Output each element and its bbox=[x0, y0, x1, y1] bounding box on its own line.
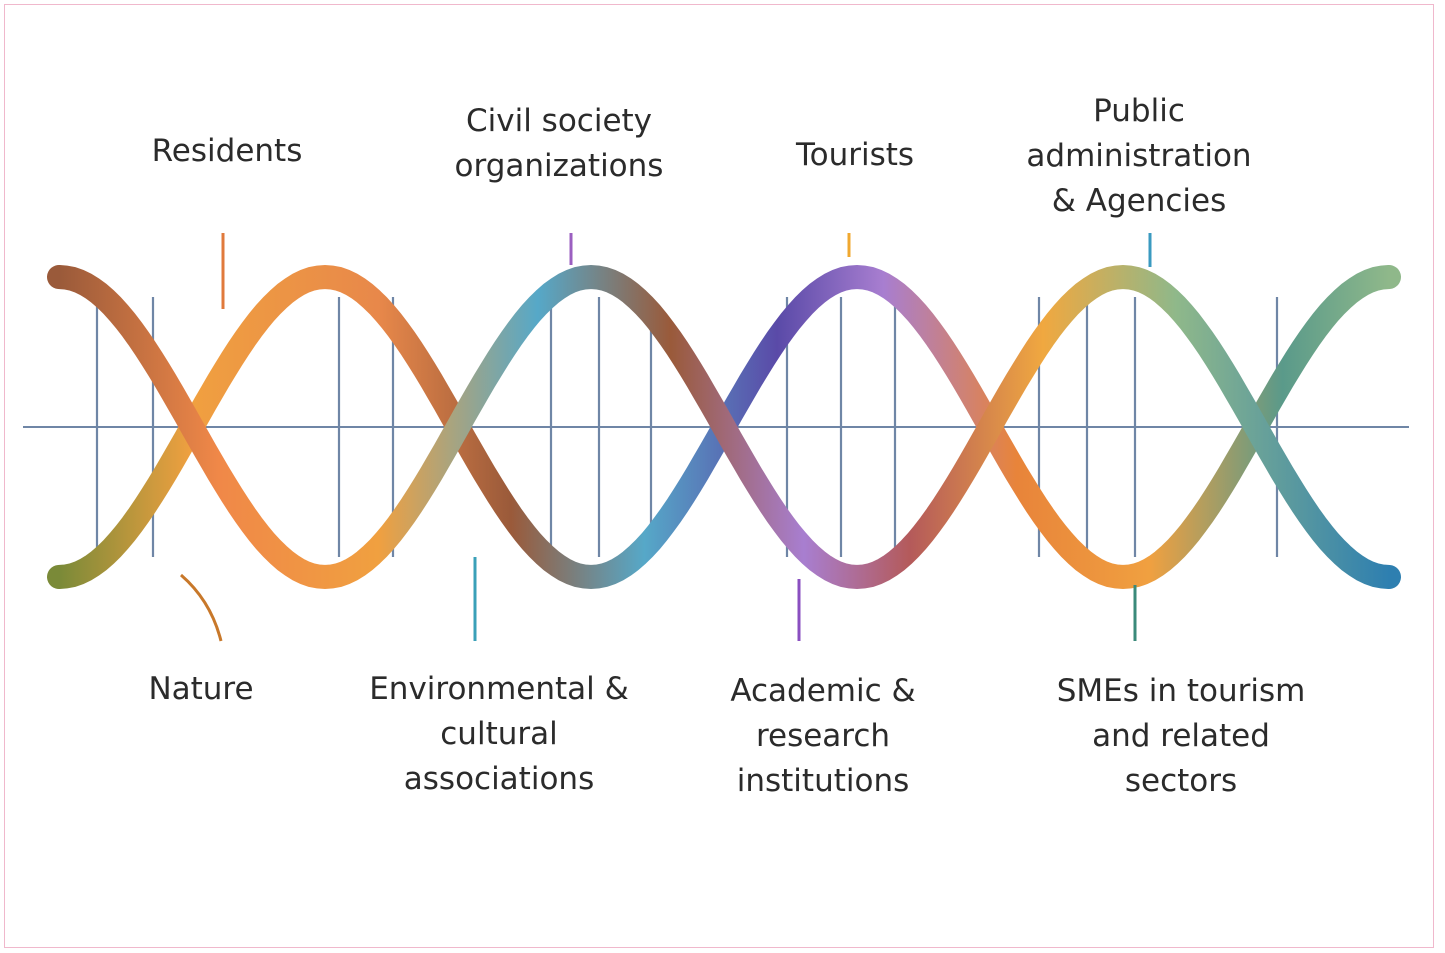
label-tourists: Tourists bbox=[795, 137, 915, 173]
label-nature: Nature bbox=[148, 671, 254, 707]
helix-strand-front bbox=[47, 264, 1401, 590]
label-public-administration-agencies: Public administration & Agencies bbox=[1026, 93, 1252, 219]
connector-nature bbox=[180, 573, 223, 642]
label-smes-tourism: SMEs in tourism and related sectors bbox=[1056, 673, 1306, 799]
dna-helix-diagram bbox=[23, 233, 1409, 642]
label-environmental-cultural-associations: Environmental & cultural associations bbox=[369, 671, 629, 797]
label-academic-research-institutions: Academic & research institutions bbox=[730, 673, 916, 799]
diagram-frame: Residents Civil society organizations To… bbox=[4, 4, 1434, 948]
label-residents: Residents bbox=[151, 133, 303, 169]
label-connectors bbox=[180, 233, 1152, 642]
label-civil-society-organizations: Civil society organizations bbox=[454, 103, 664, 184]
